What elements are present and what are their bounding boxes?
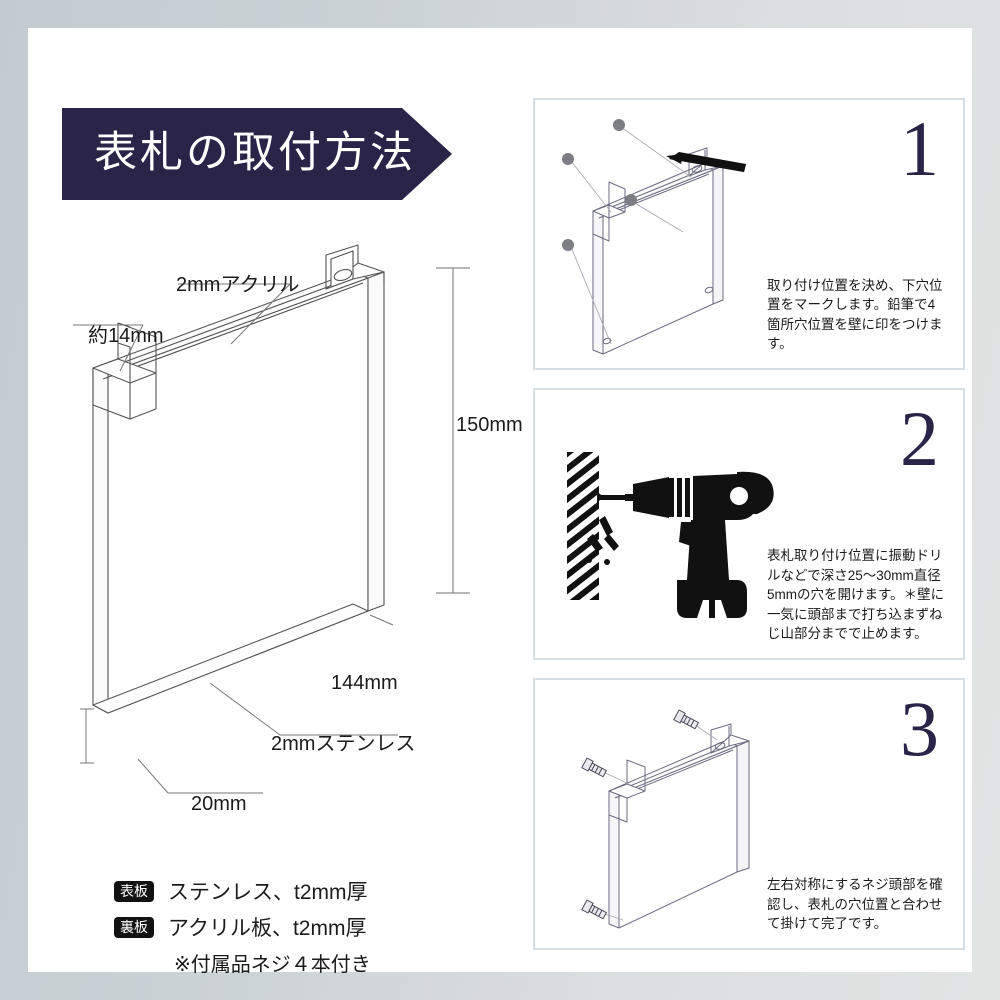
title-banner — [62, 108, 452, 200]
nameplate-with-screws-art — [541, 684, 821, 949]
materials-legend: 表板 ステンレス、t2mm厚 裏板 アクリル板、t2mm厚 ※付属品ネジ４本付き — [114, 876, 474, 977]
legend-badge-front: 表板 — [114, 880, 154, 902]
step-caption-1: 取り付け位置を決め、下穴位置をマークします。鉛筆で4箇所穴位置を壁に印をつけます… — [767, 277, 943, 352]
drill-into-wall-art — [541, 394, 801, 654]
legend-text-back: アクリル板、t2mm厚 — [168, 917, 367, 940]
nameplate-isometric-drawing — [68, 243, 538, 843]
label-height-150mm: 150mm — [456, 414, 523, 436]
label-acrylic-thickness: 2mmアクリル — [176, 274, 300, 296]
step-panel-3: 3 左右対称にするネジ頭部を確認し、表札の穴位置と合わせて掛けて完了です。 — [533, 678, 965, 950]
legend-row: 表板 ステンレス、t2mm厚 — [114, 876, 474, 906]
step-number-2: 2 — [900, 395, 939, 482]
legend-note: ※付属品ネジ４本付き — [174, 954, 371, 976]
content-sheet: 表札の取付方法 — [28, 28, 972, 976]
label-width-144mm: 144mm — [331, 672, 398, 694]
step-panel-1: 1 取り付け位置を決め、下穴位置をマークします。鉛筆で4箇所穴位置を壁に印をつけ… — [533, 98, 965, 370]
legend-badge-back: 裏板 — [114, 916, 154, 938]
page-title: 表札の取付方法 — [94, 130, 416, 177]
legend-row: 裏板 アクリル板、t2mm厚 — [114, 912, 474, 942]
legend-text-front: ステンレス、t2mm厚 — [168, 881, 368, 904]
step-number-1: 1 — [900, 105, 939, 192]
label-stainless-thickness: 2mmステンレス — [271, 733, 416, 755]
nameplate-with-marking-points-art — [541, 104, 821, 369]
step-panel-2: 2 表札取り付け位置に振動ドリルなどで深さ25〜30mm直径5mmの穴を開けます… — [533, 388, 965, 660]
step-caption-3: 左右対称にするネジ頭部を確認し、表札の穴位置と合わせて掛けて完了です。 — [767, 877, 943, 932]
label-thickness-20mm: 20mm — [191, 793, 247, 815]
step-number-3: 3 — [900, 685, 939, 772]
step-caption-2: 表札取り付け位置に振動ドリルなどで深さ25〜30mm直径5mmの穴を開けます。＊… — [767, 548, 945, 642]
label-depth-14mm: 約14mm — [88, 325, 164, 347]
